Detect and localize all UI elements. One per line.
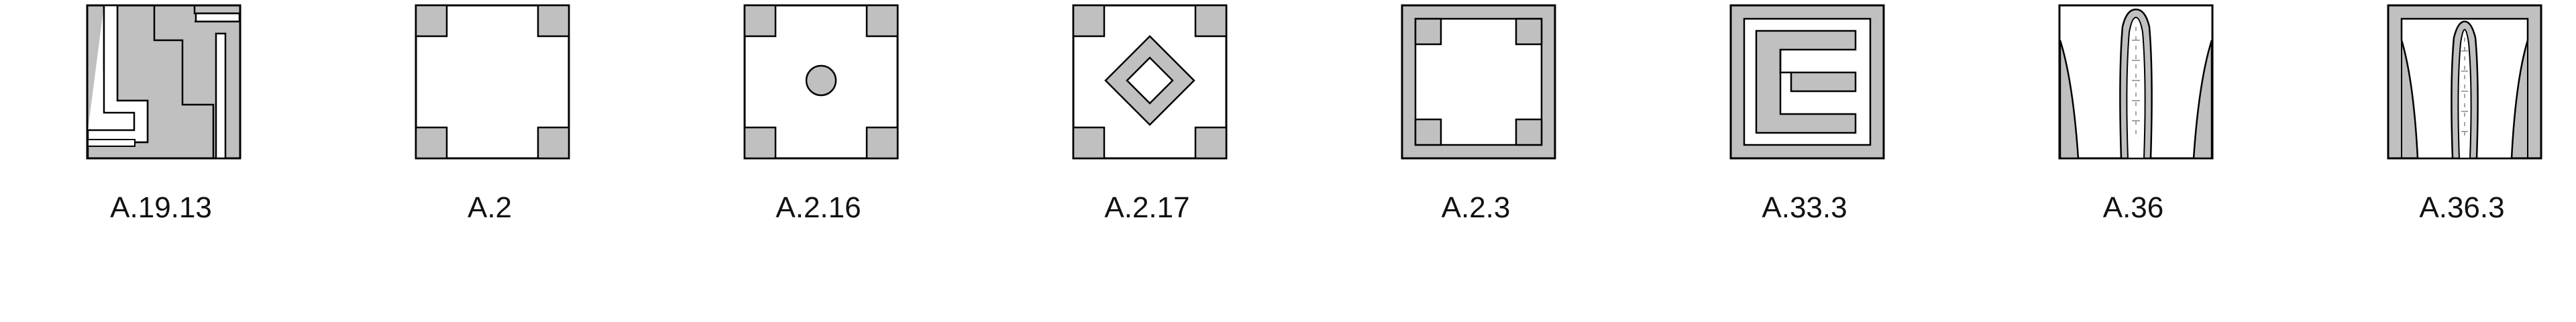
a-2-pattern-icon xyxy=(415,4,570,160)
tile-a-19-13: A.19.13 xyxy=(0,0,322,322)
tile-a-2-16: A.2.16 xyxy=(657,0,979,322)
tile-label: A.2 xyxy=(467,191,513,224)
tile-a-2: A.2 xyxy=(329,0,651,322)
a-2-17-pattern-icon xyxy=(1072,4,1228,160)
tile-label: A.19.13 xyxy=(110,191,212,224)
tile-a-2-3: A.2.3 xyxy=(1315,0,1637,322)
tile-a-33-3: A.33.3 xyxy=(1644,0,1966,322)
a-19-13-pattern-icon xyxy=(86,4,241,160)
tile-label: A.36.3 xyxy=(2419,191,2505,224)
tile-a-36-3: A.36.3 xyxy=(2301,0,2576,322)
tile-label: A.2.16 xyxy=(775,191,861,224)
a-33-3-pattern-icon xyxy=(1729,4,1885,160)
tile-a-2-17: A.2.17 xyxy=(986,0,1308,322)
a-36-3-pattern-icon xyxy=(2387,4,2542,160)
tile-label: A.33.3 xyxy=(1762,191,1847,224)
tile-label: A.36 xyxy=(2102,191,2164,224)
a-2-3-pattern-icon xyxy=(1401,4,1556,160)
a-2-16-pattern-icon xyxy=(743,4,899,160)
a-36-pattern-icon xyxy=(2058,4,2214,160)
tile-label: A.2.3 xyxy=(1441,191,1511,224)
tile-a-36: A.36 xyxy=(1972,0,2294,322)
tile-label: A.2.17 xyxy=(1104,191,1190,224)
